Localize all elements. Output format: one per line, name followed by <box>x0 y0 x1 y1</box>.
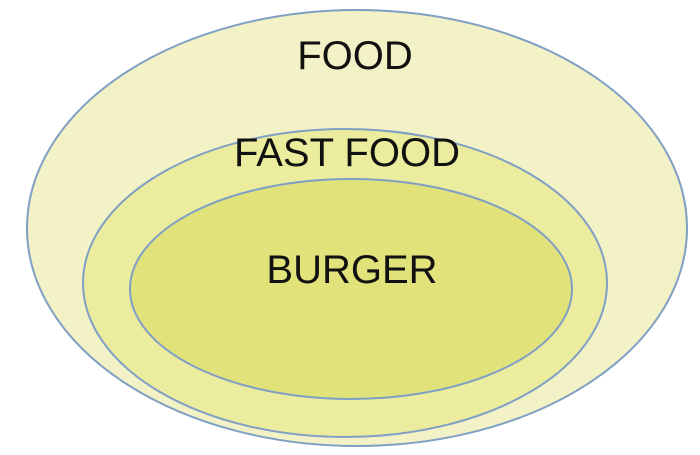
burger-ellipse <box>129 178 573 400</box>
burger-label: BURGER <box>266 248 437 292</box>
food-label: FOOD <box>297 34 413 78</box>
fast-food-label: FAST FOOD <box>234 131 460 175</box>
